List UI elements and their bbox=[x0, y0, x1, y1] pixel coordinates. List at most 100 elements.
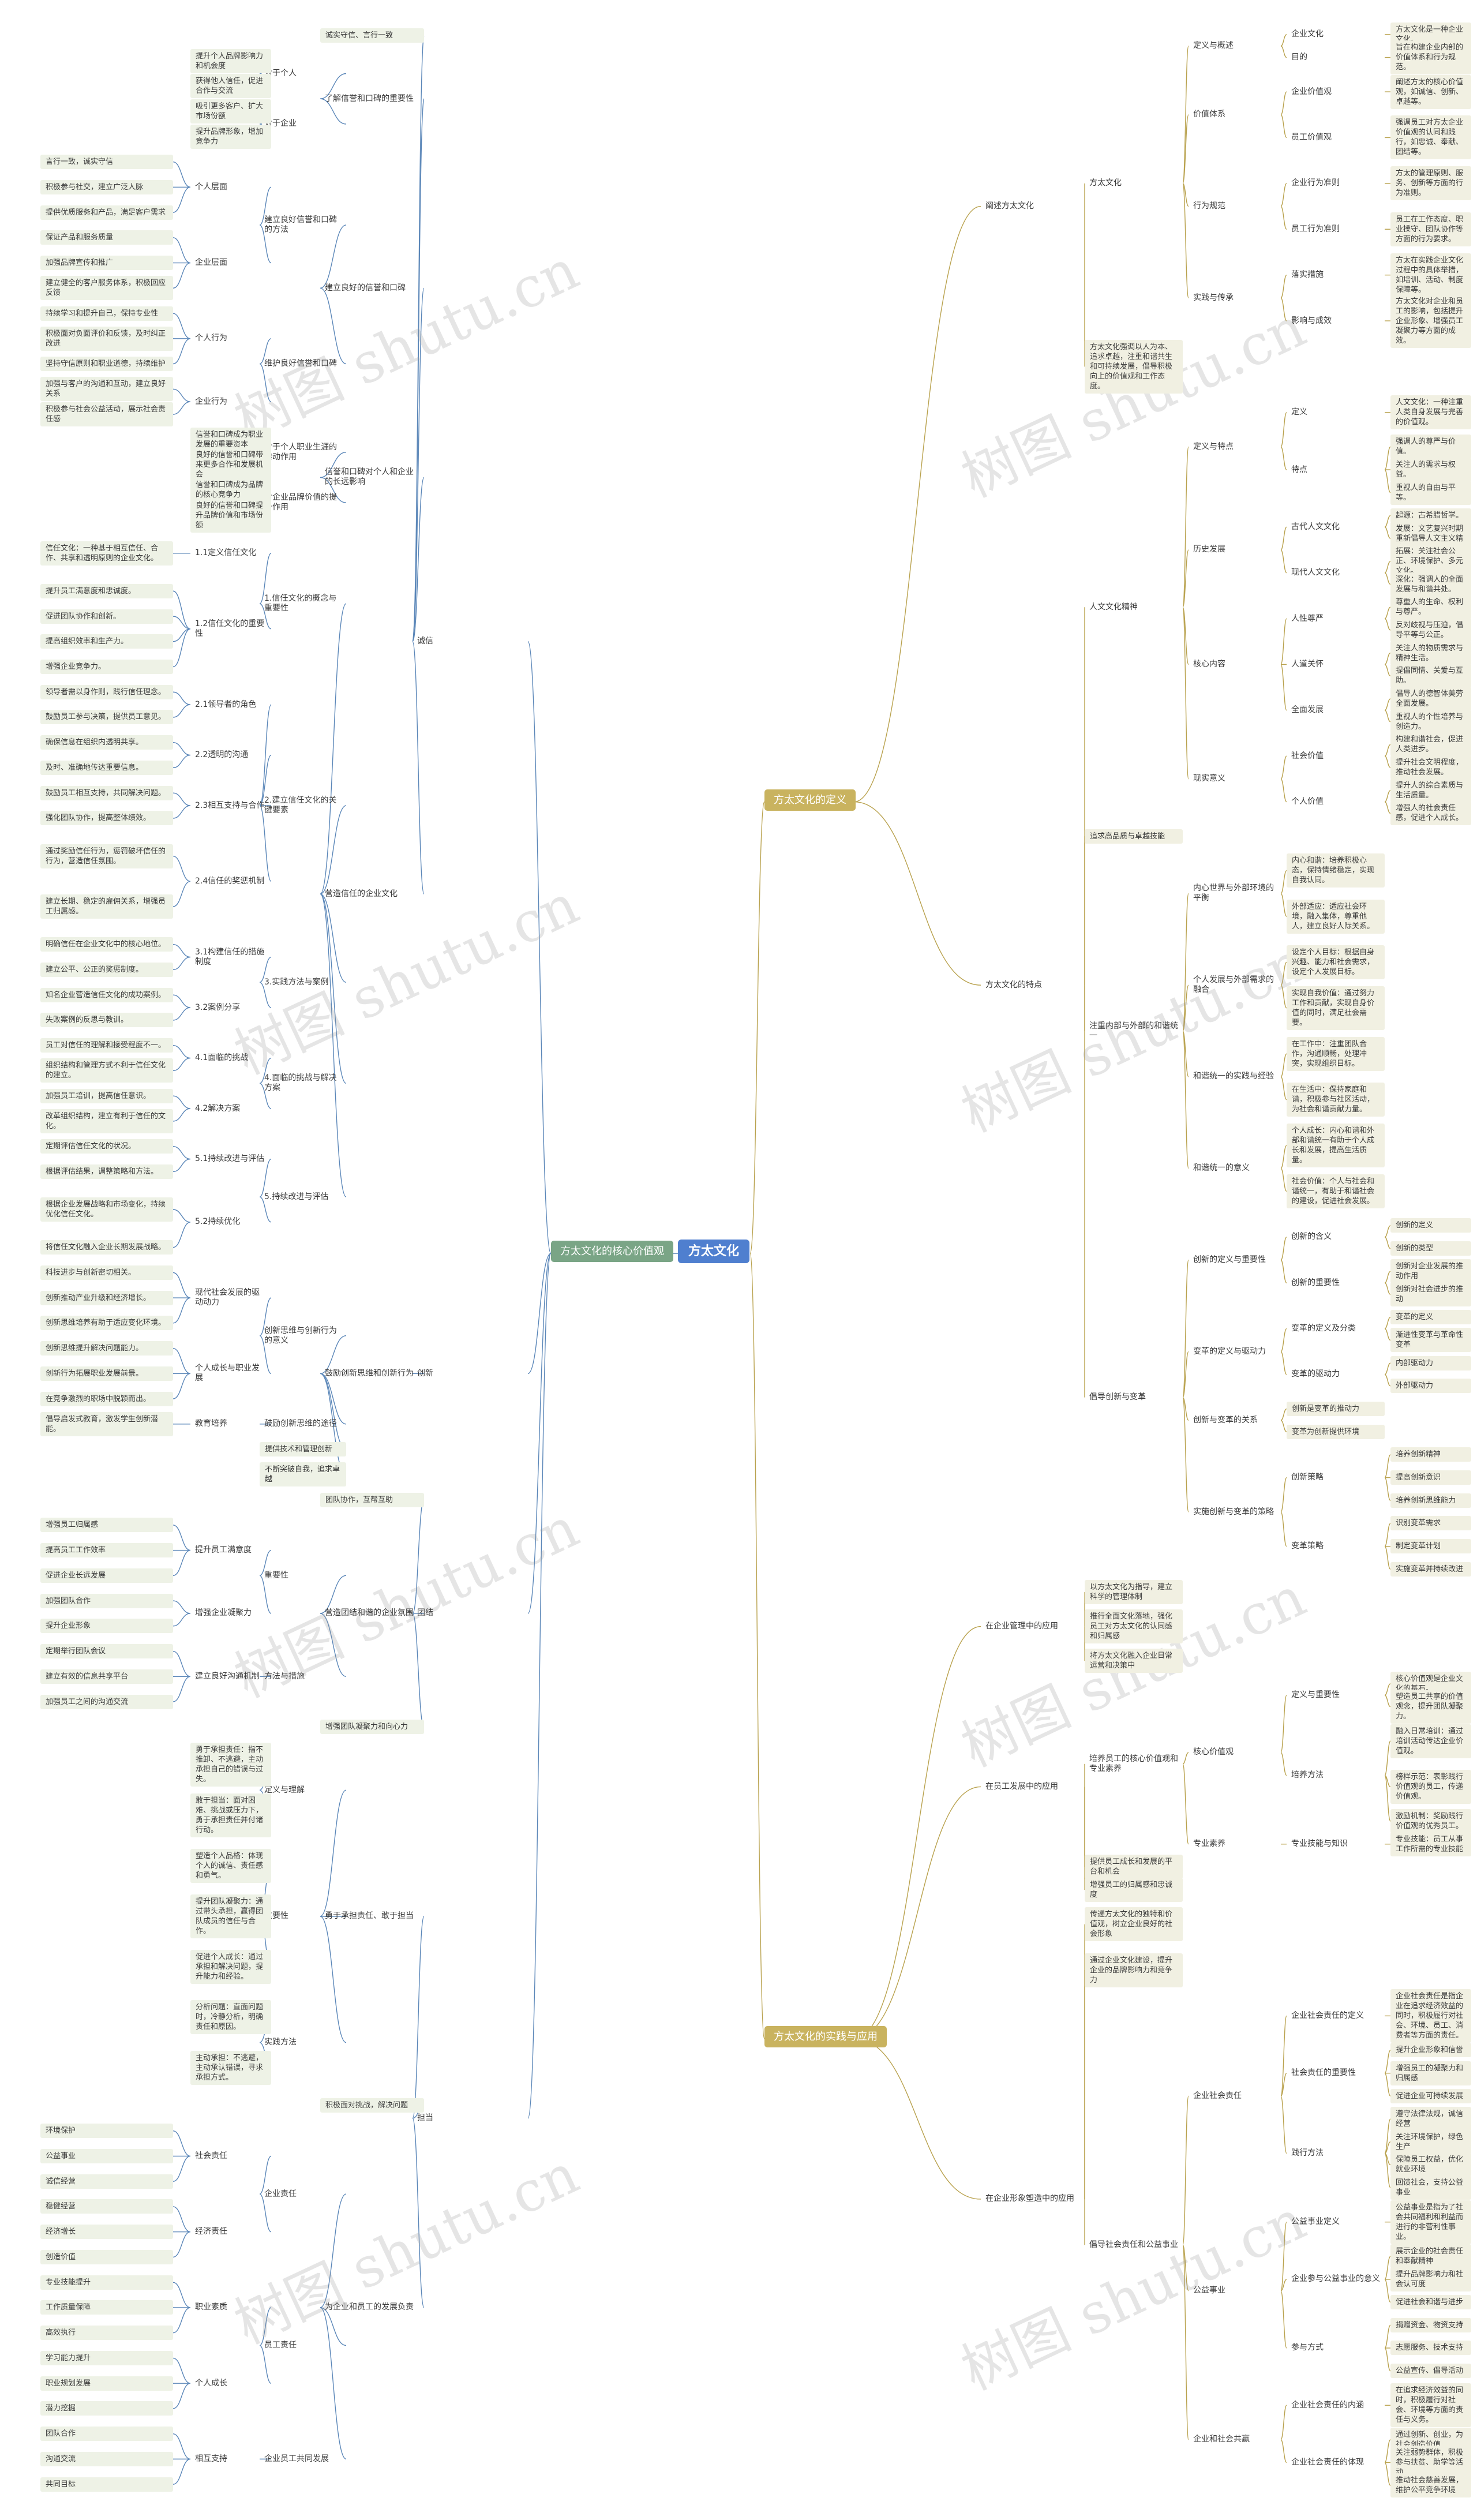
leaf-node[interactable]: 激励机制：奖励践行价值观的优秀员工。 bbox=[1390, 1809, 1471, 1833]
branch-node[interactable]: 目的 bbox=[1291, 53, 1307, 62]
branch-node[interactable]: 人文文化精神 bbox=[1089, 602, 1138, 612]
leaf-node[interactable]: 良好的信誉和口碑带来更多合作和发展机会 bbox=[190, 448, 271, 482]
branch-node[interactable]: 提升员工满意度 bbox=[195, 1545, 252, 1555]
leaf-node[interactable]: 变革的定义 bbox=[1390, 1310, 1471, 1325]
leaf-node[interactable]: 个人成长：内心和谐和外部和谐统一有助于个人成长和发展，提高生活质量。 bbox=[1287, 1124, 1385, 1168]
leaf-node[interactable]: 公益事业 bbox=[40, 2148, 173, 2163]
leaf-node[interactable]: 增强员工的凝聚力和归属感 bbox=[1390, 2061, 1471, 2085]
leaf-node[interactable]: 信任文化：一种基于相互信任、合作、共享和透明原则的企业文化。 bbox=[40, 541, 173, 566]
branch-node[interactable]: 5.2持续优化 bbox=[195, 1217, 241, 1227]
branch-node[interactable]: 团结 bbox=[417, 1608, 433, 1618]
branch-node[interactable]: 重要性 bbox=[264, 1570, 288, 1580]
leaf-node[interactable]: 科技进步与创新密切相关。 bbox=[40, 1265, 173, 1280]
leaf-node[interactable]: 公益事业是指为了社会共同福利和利益而进行的非营利性事业。 bbox=[1390, 2200, 1471, 2244]
leaf-node[interactable]: 关注人的需求与权益。 bbox=[1390, 458, 1471, 482]
leaf-node[interactable]: 职业规划发展 bbox=[40, 2376, 173, 2391]
leaf-node[interactable]: 深化：强调人的全面发展与和谐共处。 bbox=[1390, 572, 1471, 597]
leaf-node[interactable]: 推动社会慈善发展，维护公平竞争环境 bbox=[1390, 2473, 1471, 2498]
branch-node[interactable]: 阐述方太文化 bbox=[985, 201, 1034, 211]
branch-node[interactable]: 和谐统一的实践与经验 bbox=[1193, 1072, 1274, 1081]
branch-node[interactable]: 4.面临的挑战与解决方案 bbox=[264, 1073, 337, 1093]
branch-node[interactable]: 专业素养 bbox=[1193, 1839, 1225, 1849]
leaf-node[interactable]: 积极参与社会公益活动，展示社会责任感 bbox=[40, 402, 173, 427]
leaf-node[interactable]: 组织结构和管理方式不利于信任文化的建立。 bbox=[40, 1058, 173, 1083]
leaf-node[interactable]: 培养创新精神 bbox=[1390, 1447, 1471, 1462]
branch-node[interactable]: 企业层面 bbox=[195, 258, 227, 268]
leaf-node[interactable]: 沟通交流 bbox=[40, 2451, 173, 2466]
leaf-node[interactable]: 方太文化对企业和员工的影响，包括提升企业形象、增强员工凝聚力等方面的成效。 bbox=[1390, 294, 1471, 348]
branch-node[interactable]: 对于个人 bbox=[264, 68, 297, 78]
leaf-node[interactable]: 创新是变革的推动力 bbox=[1287, 1402, 1385, 1416]
branch-node[interactable]: 培养方法 bbox=[1291, 1770, 1324, 1780]
leaf-node[interactable]: 在追求经济效益的同时，积极履行对社会、环境等方面的责任与义务。 bbox=[1390, 2383, 1471, 2428]
branch-node[interactable]: 个人成长 bbox=[195, 2378, 227, 2388]
leaf-node[interactable]: 提供优质服务和产品，满足客户需求 bbox=[40, 205, 173, 220]
branch-node[interactable]: 实践与传承 bbox=[1193, 293, 1234, 302]
branch-node[interactable]: 和谐统一的意义 bbox=[1193, 1163, 1250, 1173]
leaf-node[interactable]: 增强企业竞争力。 bbox=[40, 659, 173, 674]
leaf-node[interactable]: 提升品牌影响力和社会认可度 bbox=[1390, 2267, 1471, 2291]
leaf-node[interactable]: 鼓励员工相互支持，共同解决问题。 bbox=[40, 785, 173, 800]
leaf-node[interactable]: 根据评估结果，调整策略和方法。 bbox=[40, 1164, 173, 1179]
branch-node[interactable]: 专业技能与知识 bbox=[1291, 1839, 1348, 1849]
leaf-node[interactable]: 强化团队协作，提高整体绩效。 bbox=[40, 811, 173, 826]
branch-node[interactable]: 现实意义 bbox=[1193, 774, 1225, 784]
leaf-node[interactable]: 创新行为拓展职业发展前景。 bbox=[40, 1366, 173, 1381]
leaf-node[interactable]: 创造价值 bbox=[40, 2249, 173, 2264]
leaf-node[interactable]: 加强员工培训，提高信任意识。 bbox=[40, 1088, 173, 1103]
branch-node[interactable]: 企业社会责任的体现 bbox=[1291, 2457, 1364, 2467]
leaf-node[interactable]: 经济增长 bbox=[40, 2225, 173, 2240]
leaf-node[interactable]: 增强员工归属感 bbox=[40, 1518, 173, 1533]
leaf-node[interactable]: 遵守法律法规，诚信经营 bbox=[1390, 2107, 1471, 2132]
main-branch-definition[interactable]: 方太文化的定义 bbox=[764, 789, 856, 811]
leaf-node[interactable]: 塑造员工共享的价值观念，提升团队凝聚力。 bbox=[1390, 1690, 1471, 1724]
leaf-node[interactable]: 增强人的社会责任感，促进个人成长。 bbox=[1390, 801, 1471, 826]
leaf-node[interactable]: 追求高品质与卓越技能 bbox=[1085, 829, 1183, 844]
leaf-node[interactable]: 环境保护 bbox=[40, 2124, 173, 2139]
leaf-node[interactable]: 捐赠资金、物资支持 bbox=[1390, 2317, 1471, 2332]
leaf-node[interactable]: 提高员工工作效率 bbox=[40, 1543, 173, 1558]
leaf-node[interactable]: 提供技术和管理创新 bbox=[260, 1442, 346, 1457]
branch-node[interactable]: 企业价值观 bbox=[1291, 87, 1332, 96]
branch-node[interactable]: 定义与特点 bbox=[1193, 441, 1234, 451]
leaf-node[interactable]: 回馈社会，支持公益事业 bbox=[1390, 2175, 1471, 2200]
leaf-node[interactable]: 将方太文化融入企业日常运营和决策中 bbox=[1085, 1649, 1183, 1673]
leaf-node[interactable]: 设定个人目标：根据自身兴趣、能力和社会需求，设定个人发展目标。 bbox=[1287, 945, 1385, 979]
leaf-node[interactable]: 在工作中：注重团队合作，沟通顺畅，处理冲突，实现组织目标。 bbox=[1287, 1036, 1385, 1071]
leaf-node[interactable]: 创新的类型 bbox=[1390, 1241, 1471, 1256]
branch-node[interactable]: 企业和社会共赢 bbox=[1193, 2435, 1250, 2444]
leaf-node[interactable]: 积极参与社交，建立广泛人脉 bbox=[40, 179, 173, 194]
branch-node[interactable]: 方太文化 bbox=[1089, 178, 1122, 188]
leaf-node[interactable]: 在生活中：保持家庭和谐，积极参与社区活动，为社会和谐贡献力量。 bbox=[1287, 1083, 1385, 1117]
leaf-node[interactable]: 主动承担：不逃避，主动承认错误，寻求承担方式。 bbox=[190, 2050, 271, 2085]
leaf-node[interactable]: 知名企业营造信任文化的成功案例。 bbox=[40, 987, 173, 1002]
leaf-node[interactable]: 榜样示范：表彰践行价值观的员工，传递价值观。 bbox=[1390, 1769, 1471, 1804]
branch-node[interactable]: 变革的定义与驱动力 bbox=[1193, 1346, 1266, 1356]
branch-node[interactable]: 人道关怀 bbox=[1291, 659, 1324, 669]
leaf-node[interactable]: 勇于承担责任：指不推卸、不逃避，主动承担自己的错误与过失。 bbox=[190, 1743, 271, 1787]
branch-node[interactable]: 内心世界与外部环境的平衡 bbox=[1193, 883, 1274, 903]
branch-node[interactable]: 2.3相互支持与合作 bbox=[195, 800, 265, 810]
leaf-node[interactable]: 提升员工满意度和忠诚度。 bbox=[40, 583, 173, 598]
branch-node[interactable]: 鼓励创新思维的途径 bbox=[264, 1419, 337, 1429]
leaf-node[interactable]: 信誉和口碑成为职业发展的重要资本 bbox=[190, 427, 271, 452]
branch-node[interactable]: 营造信任的企业文化 bbox=[325, 889, 398, 898]
leaf-node[interactable]: 实施变革并持续改进 bbox=[1390, 1562, 1471, 1577]
branch-node[interactable]: 践行方法 bbox=[1291, 2148, 1324, 2158]
leaf-node[interactable]: 稳健经营 bbox=[40, 2199, 173, 2214]
leaf-node[interactable]: 提倡同情、关爱与互助。 bbox=[1390, 664, 1471, 688]
leaf-node[interactable]: 良好的信誉和口碑提升品牌价值和市场份额 bbox=[190, 498, 271, 533]
leaf-node[interactable]: 尊重人的生命、权利与尊严。 bbox=[1390, 595, 1471, 620]
leaf-node[interactable]: 建立有效的信息共享平台 bbox=[40, 1669, 173, 1684]
root-node[interactable]: 方太文化 bbox=[678, 1240, 750, 1263]
leaf-node[interactable]: 团队合作 bbox=[40, 2427, 173, 2442]
leaf-node[interactable]: 内部驱动力 bbox=[1390, 1356, 1471, 1371]
leaf-node[interactable]: 公益宣传、倡导活动 bbox=[1390, 2364, 1471, 2379]
branch-node[interactable]: 社会责任的重要性 bbox=[1291, 2068, 1356, 2078]
leaf-node[interactable]: 倡导人的德智体美劳全面发展。 bbox=[1390, 686, 1471, 711]
leaf-node[interactable]: 员工在工作态度、职业操守、团队协作等方面的行为要求。 bbox=[1390, 212, 1471, 246]
branch-node[interactable]: 企业行为 bbox=[195, 396, 227, 406]
branch-node[interactable]: 企业社会责任的内涵 bbox=[1291, 2400, 1364, 2410]
leaf-node[interactable]: 获得他人信任，促进合作与交流 bbox=[190, 74, 271, 99]
branch-node[interactable]: 4.1面临的挑战 bbox=[195, 1053, 249, 1063]
